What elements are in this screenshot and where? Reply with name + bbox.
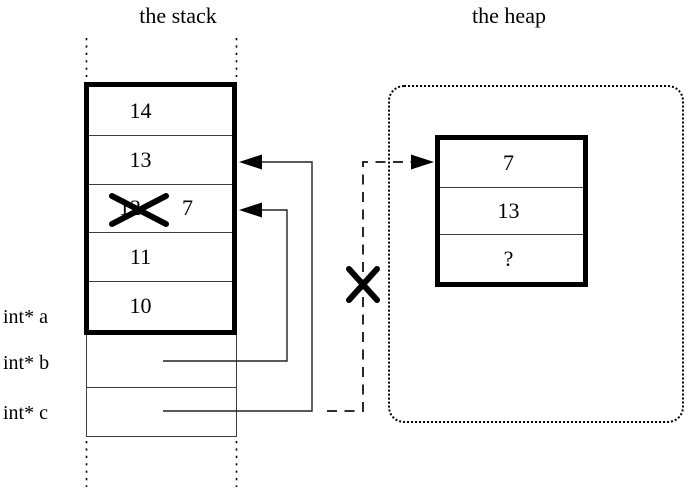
- heap-cell-value: 7: [503, 150, 514, 176]
- stack-title: the stack: [139, 3, 217, 28]
- stack-cell-value: 11: [129, 244, 152, 270]
- heap-cell-13: 13: [440, 186, 583, 235]
- var-label-c: int* c: [3, 402, 48, 424]
- heap-cell-unknown: ?: [440, 234, 583, 282]
- stack-cell-overwritten: 12 7: [89, 183, 232, 233]
- stack-cell-old-value: 12: [119, 195, 141, 221]
- var-label-a: int* a: [3, 306, 48, 328]
- pointer-cell-b: [87, 335, 236, 387]
- stack-cell-13: 13: [89, 134, 232, 184]
- heap-cell-value: 13: [497, 198, 520, 223]
- stack-cell-10: 10: [89, 281, 232, 330]
- heap-cell-value: ?: [503, 245, 514, 271]
- arrowhead-left-icon: [239, 154, 262, 170]
- heap-title: the heap: [472, 3, 546, 28]
- stack-frame-box: 14 13 12 7 11 10: [84, 82, 237, 335]
- stack-cell-new-value: 7: [182, 195, 193, 221]
- heap-object-box: 7 13 ?: [435, 135, 588, 287]
- stack-cell-14: 14: [89, 87, 232, 135]
- var-label-b: int* b: [3, 352, 50, 374]
- stack-cell-value: 13: [129, 146, 152, 172]
- stack-cell-value: 14: [129, 97, 152, 123]
- pointer-cell-c: [87, 387, 236, 436]
- stack-cell-value: 10: [129, 293, 152, 319]
- heap-cell-7: 7: [440, 140, 583, 187]
- stack-cell-11: 11: [89, 232, 232, 281]
- pointer-variable-cells: [86, 335, 237, 437]
- arrowhead-left-icon: [239, 202, 262, 218]
- cross-out-pointer-icon: [346, 266, 380, 303]
